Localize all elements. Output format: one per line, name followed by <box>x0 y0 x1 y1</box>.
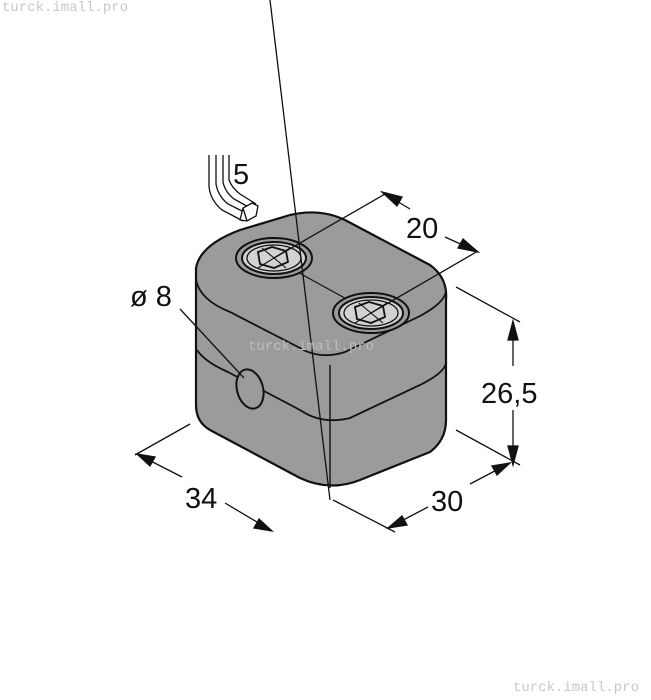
watermark-top: turck.imall.pro <box>2 0 129 16</box>
dim-bore-diameter: ø 8 <box>130 281 172 313</box>
hex-key-icon <box>208 155 259 222</box>
dim-depth: 30 <box>431 486 463 518</box>
dim-hex-key: 5 <box>233 159 249 191</box>
dim-width: 34 <box>185 483 217 515</box>
watermark-bottom: turck.imall.pro <box>512 680 639 696</box>
watermark-center: turck.imall.pro <box>248 339 375 355</box>
dim-screw-spacing: 20 <box>406 213 438 245</box>
dim-height: 26,5 <box>481 378 537 410</box>
dimension-lines <box>134 0 521 533</box>
bore-hole-icon <box>235 368 265 410</box>
block-body <box>194 211 448 488</box>
